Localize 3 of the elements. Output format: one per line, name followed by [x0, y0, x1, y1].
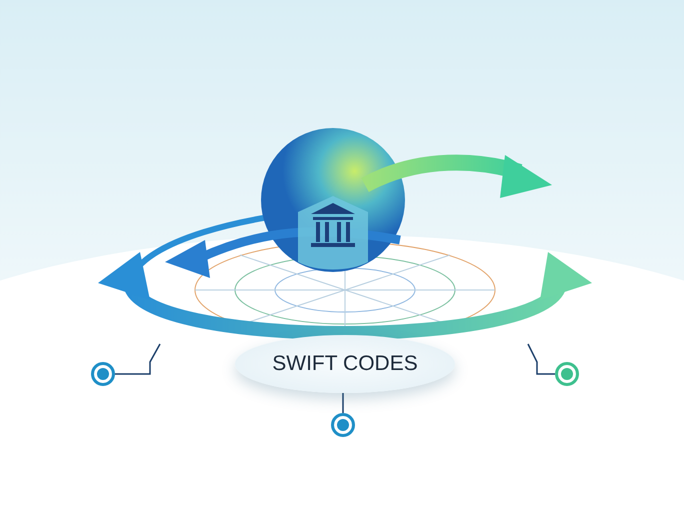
leader-line	[527, 344, 555, 375]
leader-line	[342, 393, 344, 413]
leader-line	[115, 344, 161, 375]
